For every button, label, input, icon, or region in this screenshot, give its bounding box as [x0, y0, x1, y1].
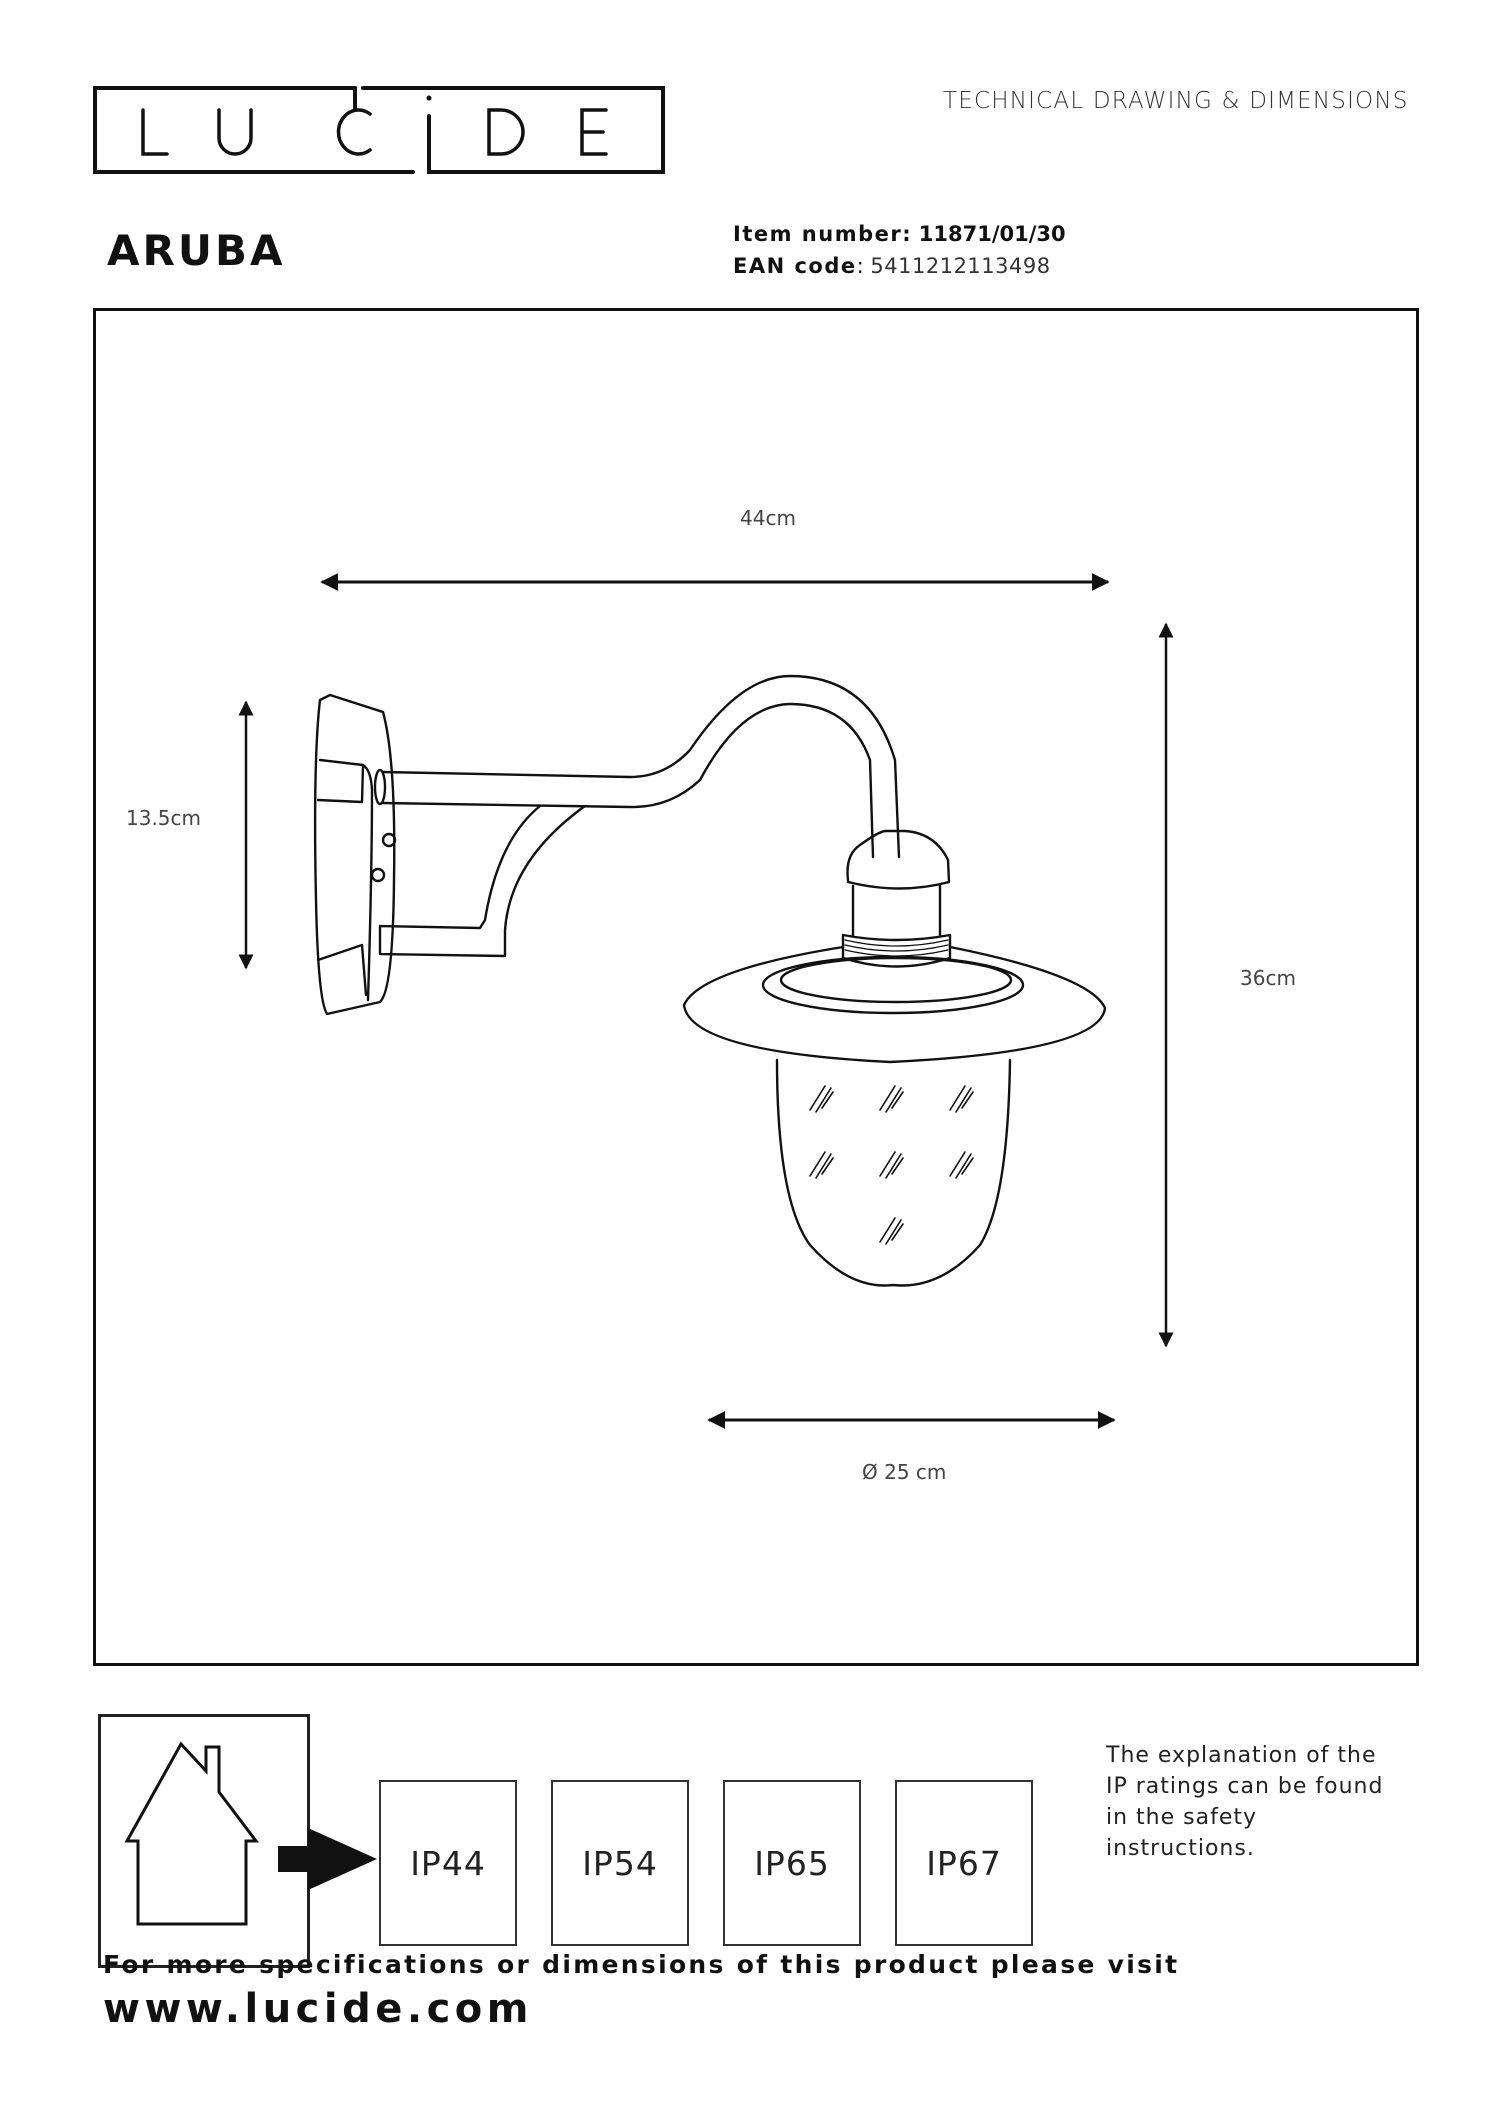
ean-separator: :	[856, 254, 864, 278]
document-title: TECHNICAL DRAWING & DIMENSIONS	[943, 88, 1409, 114]
ip-rating-box-ip67: IP67	[895, 1780, 1033, 1946]
ean-value: 5411212113498	[870, 254, 1051, 278]
ip-rating-box-ip44: IP44	[379, 1780, 517, 1946]
arrow-right-icon	[278, 1828, 377, 1890]
footer-text: For more specifications or dimensions of…	[103, 1950, 1180, 1979]
lucide-logo	[93, 86, 665, 174]
item-number-label: Item number:	[733, 222, 913, 246]
item-number-row: Item number: 11871/01/30	[733, 218, 1066, 250]
item-number-value: 11871/01/30	[918, 222, 1066, 246]
product-meta: Item number: 11871/01/30 EAN code: 54112…	[733, 218, 1066, 282]
ip-rating-box-ip65: IP65	[723, 1780, 861, 1946]
dimension-label-diameter: Ø 25 cm	[862, 1460, 947, 1484]
ean-row: EAN code: 5411212113498	[733, 250, 1066, 282]
ean-label: EAN code	[733, 254, 857, 278]
dimension-label-width: 44cm	[740, 506, 796, 530]
house-icon	[124, 1741, 260, 1926]
drawing-frame	[93, 308, 1419, 1666]
dimension-label-plate-height: 13.5cm	[126, 806, 202, 830]
product-name: ARUBA	[107, 226, 286, 275]
ip-explanation-note: The explanation of the IP ratings can be…	[1106, 1743, 1384, 1861]
ip-rating-box-ip54: IP54	[551, 1780, 689, 1946]
dimension-label-height: 36cm	[1240, 966, 1296, 990]
website-link[interactable]: www.lucide.com	[103, 1986, 533, 2032]
